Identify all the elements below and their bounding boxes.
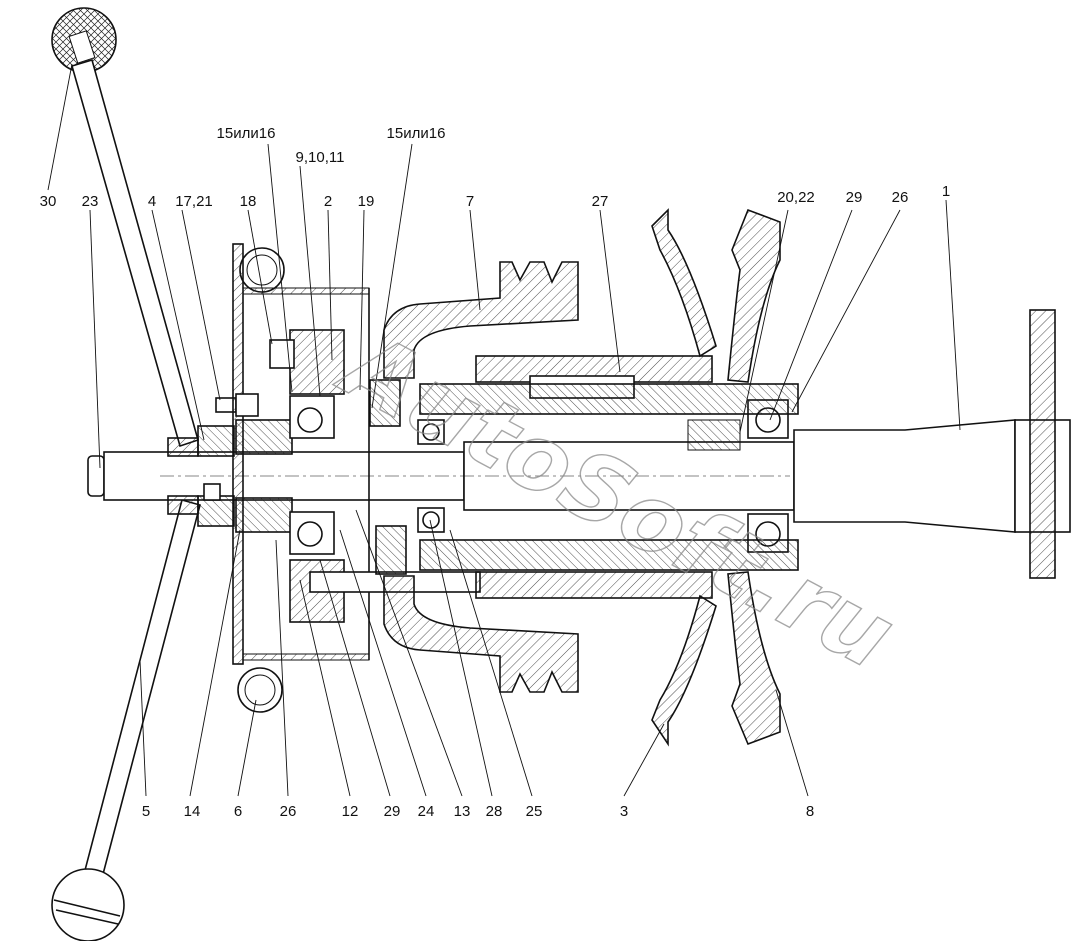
callout-label: 5	[142, 803, 150, 820]
callout-label: 28	[486, 803, 503, 820]
main-shaft	[87, 309, 1071, 579]
callout-label: 14	[184, 803, 201, 820]
callout-label: 23	[82, 193, 99, 210]
callout-label: 3	[620, 803, 628, 820]
callout-label: 13	[454, 803, 471, 820]
sleeve-27	[419, 355, 799, 599]
callout-label: 2	[324, 193, 332, 210]
pulley-7	[369, 261, 579, 693]
callouts-bottom: 5 14 6 26 12 29 24 13 28 25 3 8	[142, 803, 814, 820]
callout-label: 8	[806, 803, 814, 820]
callout-label: 29	[846, 189, 863, 206]
callout-label: 27	[592, 193, 609, 210]
callout-label: 18	[240, 193, 257, 210]
callout-label: 15или16	[217, 125, 276, 142]
lever-hub	[167, 397, 237, 527]
callouts-top: 30 23 4 17,21 18 15или16 9,10,11 2 19 15…	[40, 125, 951, 210]
pulley-discs	[651, 208, 781, 747]
callout-label: 1	[942, 183, 950, 200]
callout-label: 30	[40, 193, 57, 210]
callout-label: 26	[892, 189, 909, 206]
callout-label: 24	[418, 803, 435, 820]
callout-label: 17,21	[175, 193, 213, 210]
callout-label: 9,10,11	[296, 149, 345, 166]
lever-handle	[51, 7, 201, 941]
callout-label: 6	[234, 803, 242, 820]
callout-label: 20,22	[777, 189, 815, 206]
callout-label: 25	[526, 803, 543, 820]
leader-lines	[47, 63, 961, 797]
housing	[232, 243, 481, 713]
callout-label: 29	[384, 803, 401, 820]
callout-label: 4	[148, 193, 156, 210]
callout-label: 12	[342, 803, 359, 820]
callout-label: 26	[280, 803, 297, 820]
callout-label: 7	[466, 193, 474, 210]
callout-label: 15или16	[387, 125, 446, 142]
callout-label: 19	[358, 193, 375, 210]
